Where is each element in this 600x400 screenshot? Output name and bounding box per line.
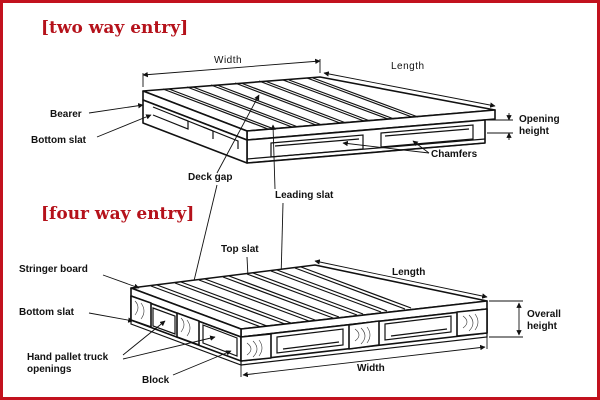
label-width-bottom: Width bbox=[357, 363, 385, 374]
pallet-diagram: [two way entry] [four way entry] bbox=[19, 18, 561, 386]
label-stringer-board: Stringer board bbox=[19, 264, 88, 275]
label-overall-height-1: Overall bbox=[527, 309, 561, 320]
four-way-width-dimension bbox=[242, 344, 486, 378]
label-chamfers: Chamfers bbox=[431, 149, 478, 160]
heading-four-way: [four way entry] bbox=[41, 204, 194, 224]
block-front-left bbox=[240, 333, 272, 362]
label-hand-truck-1: Hand pallet truck bbox=[27, 352, 109, 363]
four-way-top-slats bbox=[150, 266, 412, 328]
label-length-top: Length bbox=[391, 61, 425, 72]
label-bottom-slat-top: Bottom slat bbox=[31, 135, 87, 146]
label-opening-height-1: Opening bbox=[519, 114, 560, 125]
four-way-opening-side-right bbox=[202, 324, 238, 357]
four-way-opening-front-right bbox=[384, 315, 452, 341]
two-way-width-dimension bbox=[142, 58, 321, 78]
two-way-pallet bbox=[142, 76, 496, 164]
four-way-length-dimension bbox=[314, 259, 488, 299]
label-width-top: Width bbox=[214, 55, 242, 66]
label-leading-slat: Leading slat bbox=[275, 190, 334, 201]
two-way-opening-shade bbox=[274, 138, 360, 147]
label-opening-height-2: height bbox=[519, 126, 550, 137]
label-bottom-slat-bottom: Bottom slat bbox=[19, 307, 75, 318]
two-way-opening-right bbox=[380, 124, 474, 148]
label-bearer: Bearer bbox=[50, 109, 82, 120]
label-overall-height-2: height bbox=[527, 321, 558, 332]
two-way-bottom-slat bbox=[152, 106, 189, 130]
two-way-length-dimension bbox=[323, 71, 496, 108]
four-way-opening-side-left bbox=[152, 307, 176, 335]
four-way-pallet bbox=[130, 264, 488, 366]
label-hand-truck-2: openings bbox=[27, 364, 72, 375]
label-top-slat: Top slat bbox=[221, 244, 259, 255]
label-deck-gap: Deck gap bbox=[188, 172, 232, 183]
block-front-middle bbox=[348, 320, 380, 350]
block-front-right bbox=[456, 308, 488, 337]
label-block: Block bbox=[142, 375, 170, 386]
heading-two-way: [two way entry] bbox=[41, 18, 188, 38]
label-length-bottom: Length bbox=[392, 267, 425, 278]
